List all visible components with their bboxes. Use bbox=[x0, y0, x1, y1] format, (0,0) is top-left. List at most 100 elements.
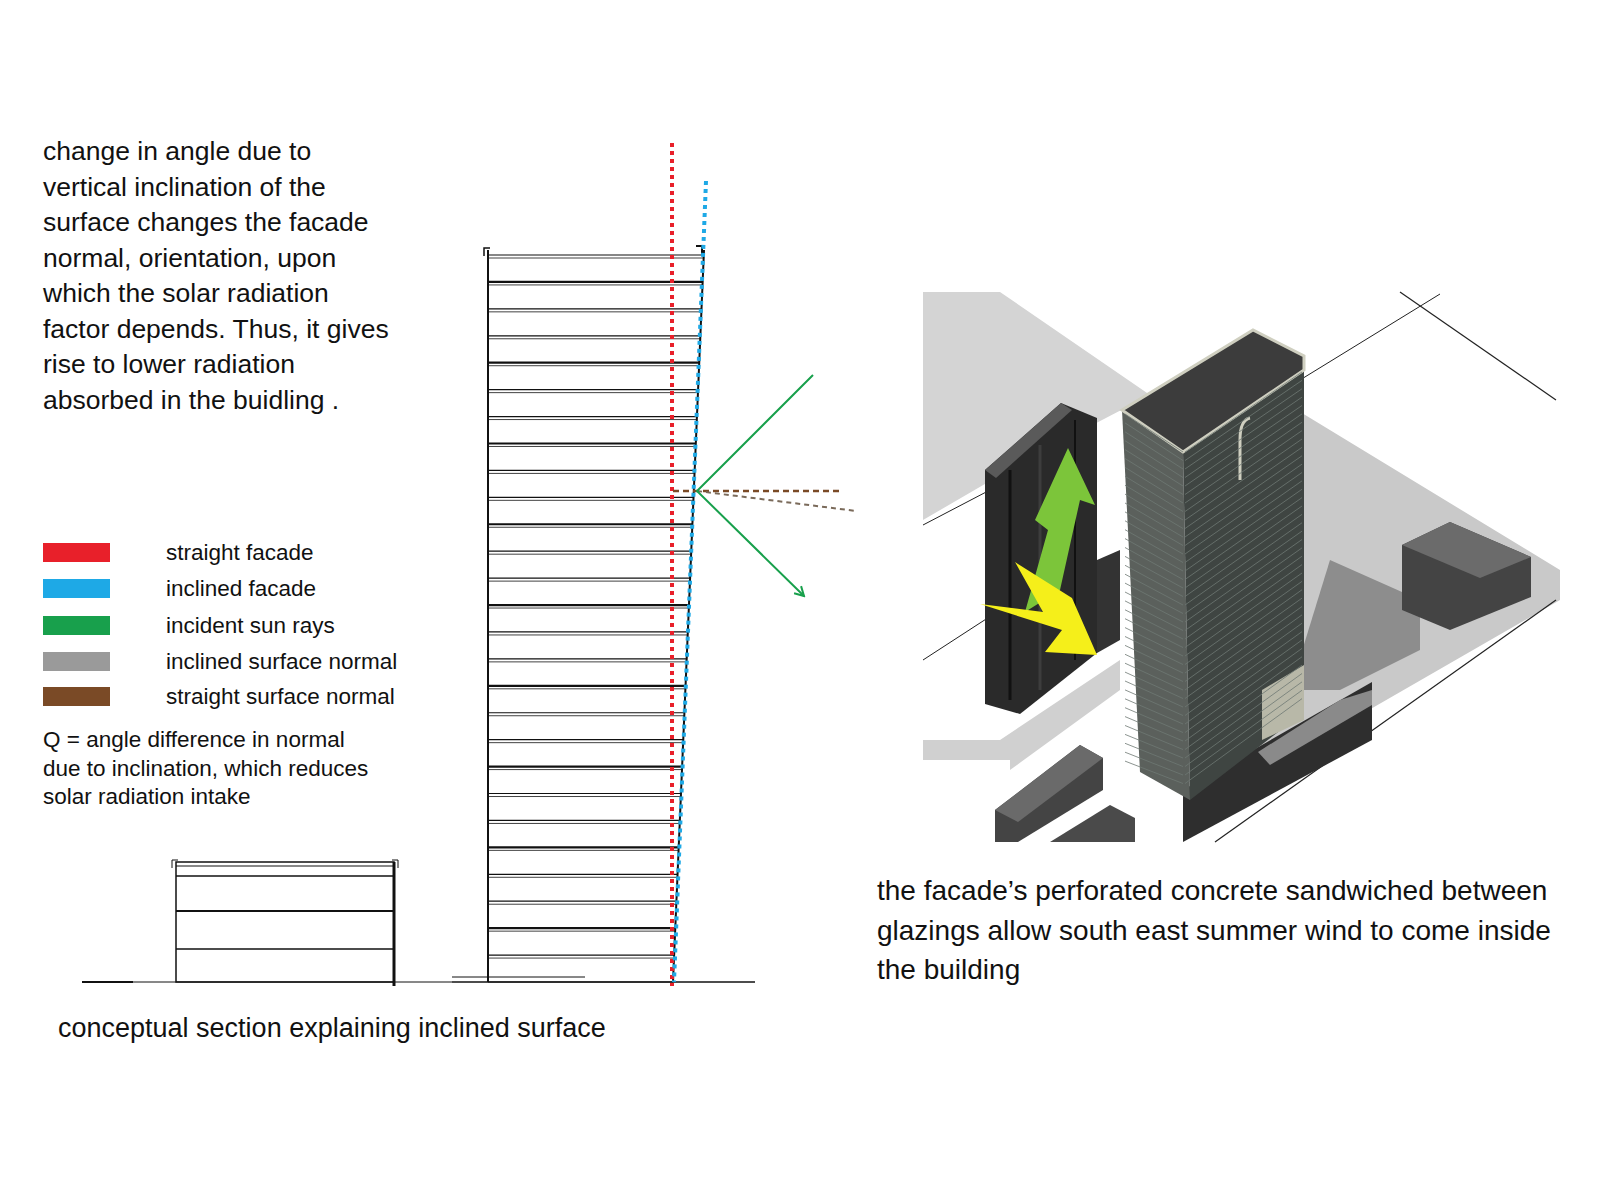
glazing-line bbox=[1185, 674, 1302, 759]
legend-swatch bbox=[43, 616, 110, 635]
floor-slab bbox=[488, 311, 701, 312]
floor-slab bbox=[488, 931, 675, 932]
floor-slab bbox=[488, 365, 699, 366]
glazing-line bbox=[1125, 654, 1183, 681]
glazing-line bbox=[1185, 456, 1302, 537]
floor-slab bbox=[488, 470, 695, 471]
legend-text: inclined facade bbox=[166, 575, 316, 602]
glazing-line bbox=[1125, 467, 1183, 503]
floor-slab bbox=[488, 578, 690, 579]
floor-slab bbox=[488, 554, 691, 555]
glazing-line bbox=[1125, 592, 1183, 622]
glazing-line bbox=[1125, 556, 1183, 588]
legend-text: straight facade bbox=[166, 539, 314, 566]
floor-slab bbox=[488, 981, 673, 982]
glazing-line bbox=[1185, 523, 1302, 605]
floor-slab bbox=[488, 500, 693, 501]
glazing-line bbox=[1185, 498, 1302, 580]
floor-slab bbox=[488, 715, 684, 716]
glazing-line bbox=[1125, 743, 1183, 766]
floor-slab bbox=[488, 712, 684, 713]
floor-slab bbox=[488, 604, 689, 606]
glazing-line bbox=[1125, 548, 1183, 580]
floor-slab bbox=[488, 850, 679, 851]
glazing-line bbox=[1185, 699, 1302, 784]
floor-slab bbox=[488, 874, 678, 875]
glazing-line bbox=[1185, 648, 1302, 732]
floor-slab bbox=[488, 551, 691, 552]
floor-slab bbox=[488, 739, 683, 740]
glazing-line bbox=[1125, 521, 1183, 554]
glazing-line bbox=[1125, 637, 1183, 665]
legend-swatch bbox=[43, 652, 110, 671]
floor-slab bbox=[488, 927, 675, 929]
floor-slab bbox=[488, 954, 674, 955]
floor-slab bbox=[488, 769, 682, 770]
inclined-facade-line bbox=[674, 181, 706, 982]
inclined-normal bbox=[697, 491, 856, 511]
floor-slab bbox=[488, 658, 687, 659]
legend-text: incident sun rays bbox=[166, 612, 335, 639]
legend-text: inclined surface normal bbox=[166, 648, 397, 675]
floor-slab bbox=[488, 442, 696, 444]
legend-swatch bbox=[43, 543, 110, 562]
floor-slab bbox=[488, 823, 680, 824]
floor-slab bbox=[488, 877, 677, 878]
glazing-line bbox=[1185, 397, 1302, 477]
glazing-line bbox=[1125, 610, 1183, 639]
floor-slab bbox=[488, 335, 700, 336]
glazing-line bbox=[1125, 574, 1183, 605]
glazing-line bbox=[1185, 682, 1302, 767]
floor-slab bbox=[488, 820, 680, 821]
glazing-line bbox=[1185, 447, 1302, 528]
floor-slab bbox=[488, 688, 685, 689]
legend-swatch bbox=[43, 687, 110, 706]
sun-rays bbox=[697, 375, 813, 596]
floor-slab bbox=[488, 796, 681, 797]
floor-slab bbox=[488, 901, 676, 902]
floor-slab bbox=[488, 473, 695, 474]
floor-slab bbox=[488, 392, 698, 393]
glazing-line bbox=[1185, 514, 1302, 596]
glazing-line bbox=[1185, 481, 1302, 563]
floor-slab bbox=[488, 527, 692, 528]
floor-slab bbox=[488, 793, 681, 794]
floor-slab bbox=[488, 389, 698, 390]
glazing-line bbox=[1185, 473, 1302, 555]
angle-note: Q = angle difference in normal due to in… bbox=[43, 726, 388, 812]
glazing-line bbox=[1125, 734, 1183, 758]
floor-slab bbox=[488, 362, 699, 364]
glazing-line bbox=[1125, 619, 1183, 648]
glazing-line bbox=[1185, 431, 1302, 512]
glazing-line bbox=[1125, 476, 1183, 511]
glazing-line bbox=[1185, 573, 1302, 656]
glazing-line bbox=[1185, 489, 1302, 571]
glazing-line bbox=[1125, 503, 1183, 537]
floor-slab bbox=[488, 419, 697, 420]
glazing-line bbox=[1185, 531, 1302, 613]
glazing-line bbox=[1185, 406, 1302, 487]
glazing-line bbox=[1185, 548, 1302, 631]
glazing-line bbox=[1125, 485, 1183, 520]
floor-slab bbox=[488, 608, 689, 609]
legend-swatch bbox=[43, 579, 110, 598]
glazing-line bbox=[1185, 414, 1302, 495]
floor-slab bbox=[488, 446, 696, 447]
glazing-line bbox=[1125, 494, 1183, 528]
glazing-line bbox=[1185, 380, 1302, 460]
glazing-line bbox=[1125, 565, 1183, 596]
floor-slab bbox=[488, 661, 687, 662]
wind-arrow-yellow bbox=[980, 562, 1097, 655]
glazing-line bbox=[1125, 628, 1183, 656]
straight-facade-line bbox=[670, 143, 674, 986]
floor-slab bbox=[488, 497, 694, 498]
floor-slab bbox=[488, 904, 676, 905]
glazing-line bbox=[1125, 512, 1183, 546]
legend-text: straight surface normal bbox=[166, 683, 395, 710]
glazing-line bbox=[1125, 645, 1183, 673]
glazing-line bbox=[1125, 583, 1183, 613]
glazing-line bbox=[1185, 665, 1302, 749]
tower-render bbox=[923, 292, 1560, 842]
floor-slab bbox=[488, 958, 674, 959]
floor-slab bbox=[488, 846, 679, 848]
